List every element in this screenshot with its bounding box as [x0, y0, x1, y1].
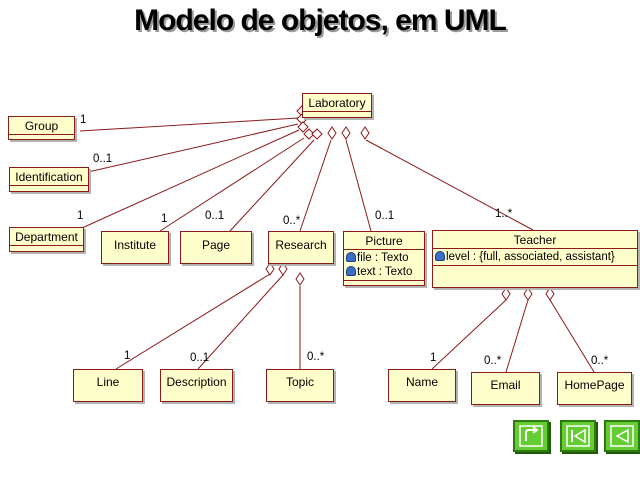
multiplicity-teacher: 1..* [495, 208, 513, 220]
class-name: Department [10, 228, 83, 246]
multiplicity-line: 1 [124, 350, 131, 362]
class-name: Identification [10, 168, 88, 186]
first-page-icon [566, 425, 590, 447]
class-email[interactable]: Email [471, 372, 540, 405]
assoc-laboratory-department [81, 129, 300, 229]
class-name: Line [96, 375, 120, 389]
page-title: Modelo de objetos, em UML [134, 4, 507, 37]
class-name: HomePage [564, 378, 625, 392]
aggregation-diamond [297, 121, 309, 133]
attribute-list: file : Texto text : Texto [344, 250, 424, 281]
aggregation-diamond [295, 272, 305, 286]
assoc-teacher-name [431, 299, 507, 370]
assoc-laboratory-identification [87, 123, 299, 173]
class-department[interactable]: Department [9, 227, 84, 252]
attribute-icon [346, 252, 356, 262]
multiplicity-name: 1 [430, 352, 437, 364]
nav-return-button[interactable] [513, 420, 549, 452]
multiplicity-research: 0..* [283, 215, 301, 227]
class-name: Research [275, 238, 327, 252]
multiplicity-page: 0..1 [205, 210, 225, 222]
class-description[interactable]: Description [160, 369, 233, 402]
class-institute[interactable]: Institute [101, 231, 169, 264]
aggregation-diamond [278, 262, 288, 276]
class-name: Name [405, 375, 438, 389]
class-page[interactable]: Page [180, 231, 252, 264]
class-name: Description [166, 375, 227, 389]
class-laboratory[interactable]: Laboratory [302, 93, 372, 118]
assoc-laboratory-page [229, 139, 315, 232]
multiplicity-picture: 0..1 [375, 210, 395, 222]
multiplicity-institute: 1 [161, 213, 168, 225]
class-name: Teacher [433, 231, 637, 249]
assoc-teacher-homepage [549, 299, 595, 373]
attribute-icon [435, 251, 445, 261]
class-identification[interactable]: Identification [9, 167, 89, 192]
multiplicity-group: 1 [80, 114, 87, 126]
class-name: Topic [285, 375, 314, 389]
class-homepage[interactable]: HomePage [557, 372, 632, 405]
class-group[interactable]: Group [8, 116, 75, 140]
aggregation-diamond [311, 128, 323, 140]
assoc-teacher-email [505, 299, 529, 373]
multiplicity-description: 0..1 [190, 352, 210, 364]
assoc-research-description [197, 274, 284, 370]
multiplicity-identification: 0..1 [93, 153, 113, 165]
class-teacher[interactable]: Teacher level : {full, associated, assis… [432, 230, 638, 288]
aggregation-diamond [523, 287, 533, 301]
attribute: file : Texto [346, 251, 422, 265]
class-picture[interactable]: Picture file : Texto text : Texto [343, 231, 425, 286]
aggregation-diamond [341, 126, 351, 140]
class-topic[interactable]: Topic [266, 369, 334, 402]
aggregation-diamond [501, 287, 511, 301]
assoc-laboratory-research [299, 139, 332, 232]
multiplicity-department: 1 [77, 210, 84, 222]
assoc-laboratory-group [79, 117, 299, 132]
previous-page-icon [610, 425, 634, 447]
attribute-icon [346, 266, 356, 276]
class-name: Laboratory [303, 94, 371, 112]
return-arrow-icon [519, 425, 543, 447]
attribute-list: level : {full, associated, assistant} [433, 249, 637, 266]
assoc-research-line [115, 273, 271, 370]
class-name: Email [490, 378, 521, 392]
attribute: text : Texto [346, 265, 422, 279]
aggregation-diamond [360, 126, 370, 140]
nav-prev-button[interactable] [604, 420, 640, 452]
aggregation-diamond [545, 287, 555, 301]
attribute: level : {full, associated, assistant} [435, 250, 635, 264]
class-research[interactable]: Research [268, 231, 334, 264]
class-name-class[interactable]: Name [388, 369, 456, 402]
multiplicity-email: 0..* [484, 355, 502, 367]
aggregation-diamond [265, 262, 275, 276]
class-line[interactable]: Line [73, 369, 143, 402]
multiplicity-topic: 0..* [307, 351, 325, 363]
class-name: Picture [344, 232, 424, 250]
assoc-laboratory-institute [159, 137, 305, 232]
class-name: Group [9, 117, 74, 135]
multiplicity-homepage: 0..* [591, 355, 609, 367]
class-name: Page [201, 238, 231, 252]
assoc-laboratory-teacher [365, 139, 534, 231]
assoc-laboratory-picture [345, 139, 372, 232]
nav-first-button[interactable] [560, 420, 596, 452]
class-name: Institute [113, 238, 157, 252]
aggregation-diamond [327, 126, 337, 140]
